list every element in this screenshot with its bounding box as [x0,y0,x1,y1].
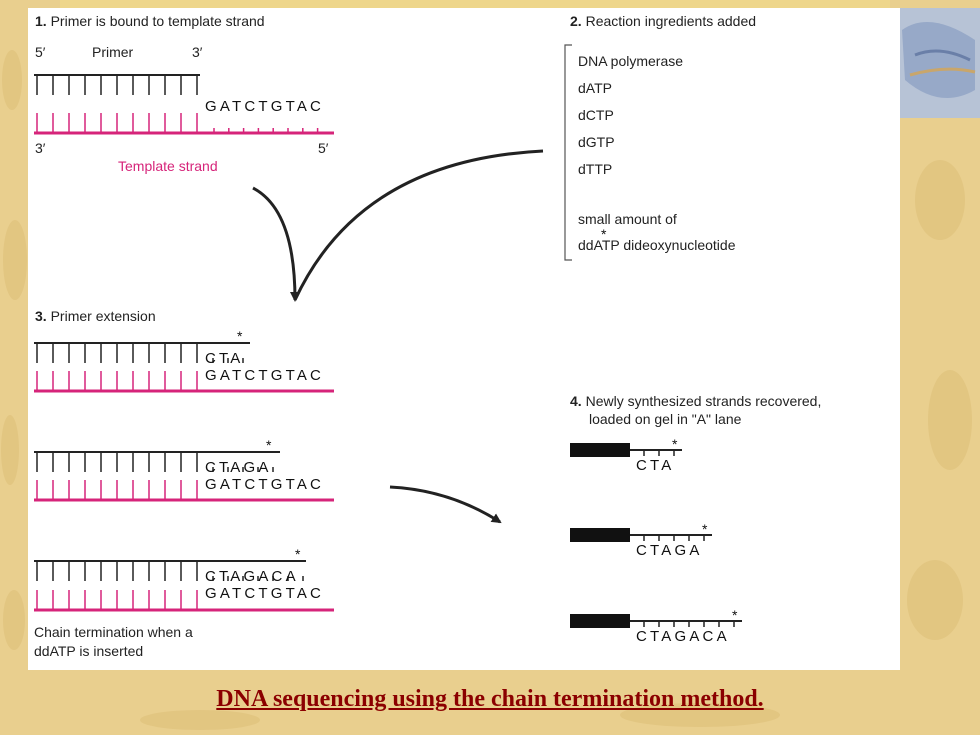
step1-heading: 1. Primer is bound to template strand [35,13,265,29]
fragment2-sequence: CTAGA [636,542,703,559]
three-prime-top-label: 3′ [192,44,203,60]
ingredient-dna-polymerase: DNA polymerase [578,53,684,69]
step3-product-1 [34,342,334,393]
step1-template-strand [34,113,334,135]
step3-title: Primer extension [50,308,156,324]
ddatp-star: * [601,226,607,242]
fragment3-sequence: CTAGACA [636,628,730,645]
ingredients-bracket [564,44,572,261]
step3-product-2 [34,451,334,502]
three-prime-bottom-label: 3′ [35,140,46,156]
product1-template-sequence: GATCTGTAC [205,367,325,384]
ingredient-dttp: dTTP [578,161,613,177]
fragment2-star: * [702,521,708,537]
corner-decoration [898,8,980,118]
chain-termination-line2: ddATP is inserted [34,643,144,659]
gel-fragment-1 [570,443,682,457]
step3-number: 3. [35,308,47,324]
step1-number: 1. [35,13,47,29]
template-strand-label: Template strand [118,158,218,174]
template-sequence-step1: GATCTGTAC [205,98,325,115]
five-prime-bottom-label: 5′ [318,140,329,156]
step4-heading: 4. Newly synthesized strands recovered, [570,393,821,409]
ddatp-note-line1: small amount of [578,211,677,227]
ddatp-note-line2: ddATP dideoxynucleotide [578,237,736,253]
step3-heading: 3. Primer extension [35,308,156,324]
fragment3-star: * [732,607,738,623]
product3-star: * [295,546,301,562]
step1-title: Primer is bound to template strand [50,13,265,29]
product3-new-bases: CTAGACA [205,568,299,585]
fragment1-sequence: CTA [636,457,675,474]
product2-template-sequence: GATCTGTAC [205,476,325,493]
figure-caption: DNA sequencing using the chain terminati… [216,686,764,712]
diagram-panel [28,8,900,670]
curved-arrow-right [293,149,544,301]
five-prime-top-label: 5′ [35,44,46,60]
product1-star: * [237,328,243,344]
fragment1-star: * [672,436,678,452]
product1-new-bases: CTA [205,350,244,367]
ingredient-dgtp: dGTP [578,134,615,150]
arrow-to-gel [389,485,502,524]
product2-star: * [266,437,272,453]
ingredient-dctp: dCTP [578,107,614,123]
product2-new-bases: CTAGA [205,459,272,476]
step2-title: Reaction ingredients added [585,13,757,29]
gel-fragment-2 [570,528,712,542]
gel-fragment-3 [570,614,742,628]
step2-number: 2. [570,13,582,29]
primer-label: Primer [92,44,134,60]
step3-product-3 [34,560,334,612]
step1-primer-strand [34,74,200,95]
step4-number: 4. [570,393,582,409]
chain-termination-line1: Chain termination when a [34,624,193,640]
ingredient-datp: dATP [578,80,612,96]
product3-template-sequence: GATCTGTAC [205,585,325,602]
step4-title-line1: Newly synthesized strands recovered, [585,393,822,409]
step4-title-line2: loaded on gel in "A" lane [589,411,742,427]
curved-arrow-left [252,186,300,302]
step2-heading: 2. Reaction ingredients added [570,13,756,29]
